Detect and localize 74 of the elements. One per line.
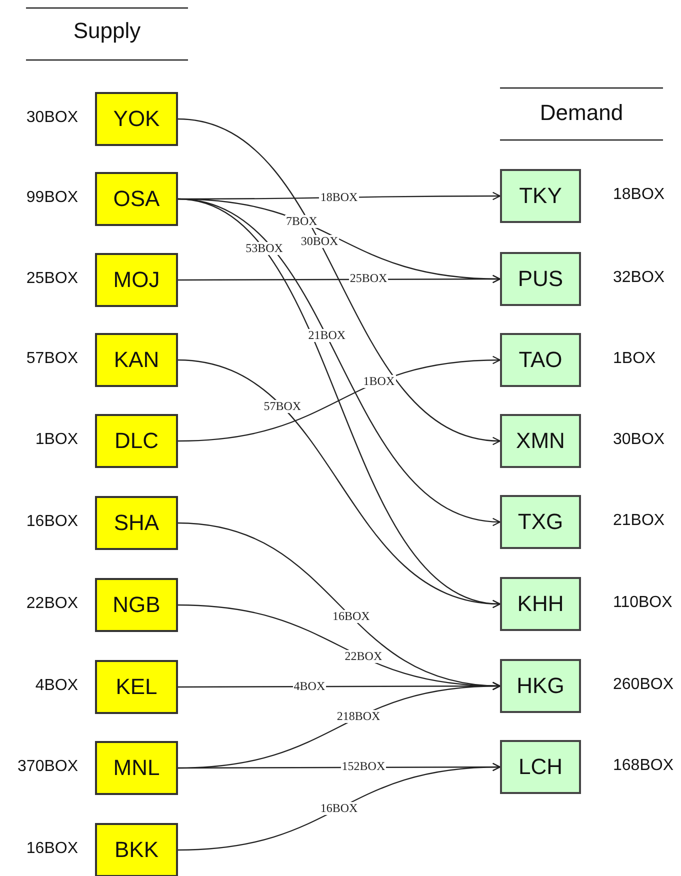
port-box — [95, 253, 178, 307]
edge-label: 16BOX — [319, 802, 359, 814]
port-box — [95, 92, 178, 146]
port-code: PUS — [518, 266, 564, 292]
box-count: 110BOX — [613, 594, 672, 612]
column-heading: Supply — [72, 18, 142, 44]
edge-label: 4BOX — [292, 680, 326, 693]
port-code: OSA — [113, 186, 160, 212]
edge-label: 1BOX — [362, 374, 396, 388]
flow-arrow — [178, 359, 501, 608]
box-count: 30BOX — [613, 431, 665, 449]
port-box — [95, 414, 178, 468]
port-code: LCH — [518, 754, 562, 780]
edge-label: 22BOX — [344, 650, 384, 664]
port-code: BKK — [114, 837, 159, 863]
edge-label: 25BOX — [348, 272, 388, 286]
box-count: 4BOX — [35, 677, 78, 695]
box-count: 57BOX — [26, 350, 78, 368]
port-box — [95, 741, 178, 795]
port-box — [500, 495, 581, 549]
port-code: KAN — [114, 347, 160, 373]
edge-label: 18BOX — [319, 190, 359, 204]
port-box — [95, 333, 178, 387]
edge-label: 57BOX — [262, 400, 302, 413]
port-code: HKG — [516, 673, 564, 699]
port-box — [500, 740, 581, 794]
box-count: 99BOX — [26, 189, 78, 207]
edge-label: 152BOX — [340, 760, 386, 774]
port-code: YOK — [113, 106, 160, 132]
box-count: 25BOX — [26, 270, 78, 288]
edge-label: 218BOX — [336, 710, 382, 724]
box-count: 21BOX — [613, 512, 665, 530]
edge-label: 16BOX — [331, 610, 371, 623]
port-code: KEL — [116, 674, 158, 700]
edge-label: 53BOX — [244, 242, 284, 256]
edge-label: 21BOX — [307, 329, 347, 342]
box-count: 32BOX — [613, 269, 665, 287]
port-code: TXG — [518, 509, 564, 535]
port-code: DLC — [114, 428, 158, 454]
port-code: TAO — [518, 347, 562, 373]
flow-arrow — [178, 356, 501, 442]
flow-arrow — [178, 763, 501, 851]
box-count: 370BOX — [18, 758, 78, 776]
box-count: 168BOX — [613, 757, 674, 775]
port-code: MNL — [113, 755, 160, 781]
port-box — [500, 414, 581, 468]
box-count: 16BOX — [26, 840, 78, 858]
box-count: 22BOX — [26, 595, 78, 613]
box-count: 1BOX — [613, 350, 656, 368]
box-count: 16BOX — [26, 513, 78, 531]
edge-label: 7BOX — [285, 214, 318, 228]
port-box — [500, 252, 581, 306]
port-box — [95, 823, 178, 876]
column-heading: Demand — [538, 100, 624, 126]
box-count: 1BOX — [35, 431, 78, 449]
port-code: KHH — [517, 591, 564, 617]
port-code: NGB — [112, 592, 160, 618]
port-box — [95, 172, 178, 226]
port-code: MOJ — [113, 267, 160, 293]
port-box — [95, 660, 178, 714]
edge-label: 30BOX — [300, 234, 340, 248]
port-box — [500, 333, 581, 387]
box-count: 30BOX — [26, 109, 78, 127]
port-code: SHA — [114, 510, 160, 536]
box-count: 18BOX — [613, 186, 665, 204]
port-box — [95, 496, 178, 550]
port-box — [500, 659, 581, 713]
box-count: 260BOX — [613, 676, 674, 694]
port-box — [500, 169, 581, 223]
port-code: XMN — [516, 428, 565, 454]
port-box — [500, 577, 581, 631]
port-code: TKY — [519, 183, 562, 209]
port-box — [95, 578, 178, 632]
flow-arrow — [178, 118, 501, 444]
